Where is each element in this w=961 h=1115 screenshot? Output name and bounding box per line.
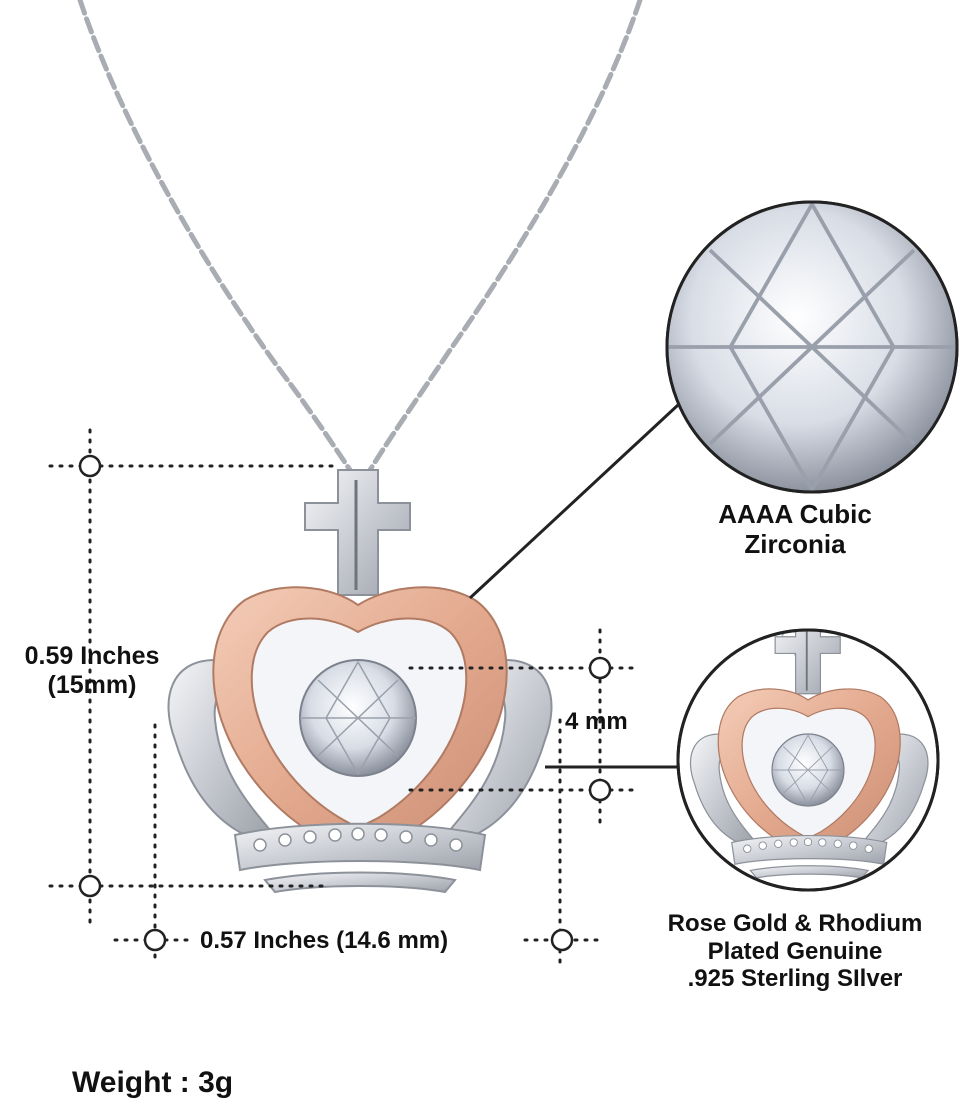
- weight-label: Weight : 3g: [72, 1066, 234, 1099]
- measurement-guides: [48, 428, 637, 967]
- metal-line-2: Plated Genuine: [707, 937, 883, 965]
- zirconia-line-2: Zirconia: [744, 528, 846, 559]
- crown-pendant: [166, 468, 554, 894]
- callout-connectors: [468, 403, 680, 769]
- height-dimension-label: 0.59 Inches (15mm): [2, 642, 182, 700]
- chain: [77, 0, 643, 473]
- metal-line-1: Rose Gold & Rhodium: [667, 910, 923, 937]
- metal-line-3: .925 Sterling SIlver: [687, 965, 903, 993]
- stone-size-label: 4 mm: [565, 708, 628, 735]
- guide-circles: [78, 454, 612, 952]
- zirconia-line-1: AAAA Cubic: [718, 499, 872, 529]
- height-inches: 0.59 Inches: [24, 642, 160, 670]
- height-mm: (15mm): [47, 670, 137, 699]
- metal-caption: Rose Gold & Rhodium Plated Genuine .925 …: [630, 910, 960, 993]
- width-dimension-label: 0.57 Inches (14.6 mm): [200, 927, 449, 954]
- zirconia-caption: AAAA Cubic Zirconia: [690, 499, 900, 560]
- metal-zoom-circle: [676, 628, 940, 892]
- zirconia-zoom-circle: [665, 200, 959, 494]
